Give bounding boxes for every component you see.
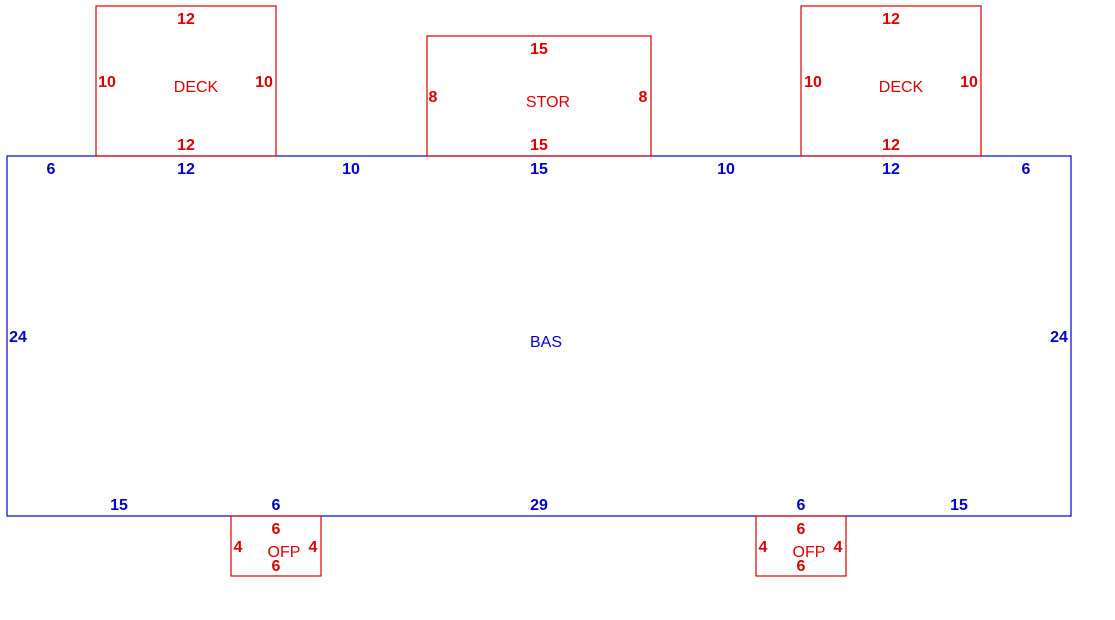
storage: STOR 15 15 8 8	[426, 35, 652, 157]
deck-right-outline	[800, 5, 982, 157]
ofp-left-right-dim: 4	[309, 539, 318, 556]
main-top-dim-1: 6	[47, 161, 56, 178]
deck-left-left-dim: 10	[98, 74, 116, 91]
deck-left-label: DECK	[174, 79, 219, 96]
deck-left-bottom-dim: 12	[177, 137, 195, 154]
ofp-right-bottom-dim: 6	[797, 558, 806, 575]
ofp-left-outline	[230, 515, 322, 577]
deck-right-bottom-dim: 12	[882, 137, 900, 154]
ofp-left-top-dim: 6	[272, 521, 281, 538]
deck-left: DECK 12 12 10 10	[95, 5, 277, 157]
ofp-right: OFP 6 6 4 4	[755, 515, 847, 577]
main-structure-label: BAS	[530, 334, 562, 351]
ofp-right-left-dim: 4	[759, 539, 768, 556]
deck-right-top-dim: 12	[882, 11, 900, 28]
main-bottom-dim-4: 6	[797, 497, 806, 514]
deck-right-right-dim: 10	[960, 74, 978, 91]
main-top-dim-5: 10	[717, 161, 735, 178]
deck-left-top-dim: 12	[177, 11, 195, 28]
ofp-left: OFP 6 6 4 4	[230, 515, 322, 577]
main-top-dim-6: 12	[882, 161, 900, 178]
deck-right: DECK 12 12 10 10	[800, 5, 982, 157]
ofp-right-right-dim: 4	[834, 539, 843, 556]
main-left-dim: 24	[9, 329, 27, 346]
main-structure: BAS 6 12 10 15 10 12 6 24 24 15 6 29 6 1…	[6, 155, 1072, 517]
storage-right-dim: 8	[639, 89, 648, 106]
main-top-dim-7: 6	[1022, 161, 1031, 178]
deck-right-label: DECK	[879, 79, 924, 96]
main-bottom-dim-3: 29	[530, 497, 548, 514]
storage-bottom-dim: 15	[530, 137, 548, 154]
ofp-left-label: OFP	[268, 544, 301, 561]
deck-left-outline	[95, 5, 277, 157]
main-bottom-dim-5: 15	[950, 497, 968, 514]
main-top-dim-2: 12	[177, 161, 195, 178]
ofp-right-outline	[755, 515, 847, 577]
main-bottom-dim-1: 15	[110, 497, 128, 514]
ofp-right-top-dim: 6	[797, 521, 806, 538]
deck-left-right-dim: 10	[255, 74, 273, 91]
ofp-left-bottom-dim: 6	[272, 558, 281, 575]
ofp-right-label: OFP	[793, 544, 826, 561]
main-top-dim-4: 15	[530, 161, 548, 178]
main-right-dim: 24	[1050, 329, 1068, 346]
storage-outline	[426, 35, 652, 157]
deck-right-left-dim: 10	[804, 74, 822, 91]
storage-label: STOR	[526, 94, 570, 111]
main-top-dim-3: 10	[342, 161, 360, 178]
storage-top-dim: 15	[530, 41, 548, 58]
main-bottom-dim-2: 6	[272, 497, 281, 514]
ofp-left-left-dim: 4	[234, 539, 243, 556]
storage-left-dim: 8	[429, 89, 438, 106]
